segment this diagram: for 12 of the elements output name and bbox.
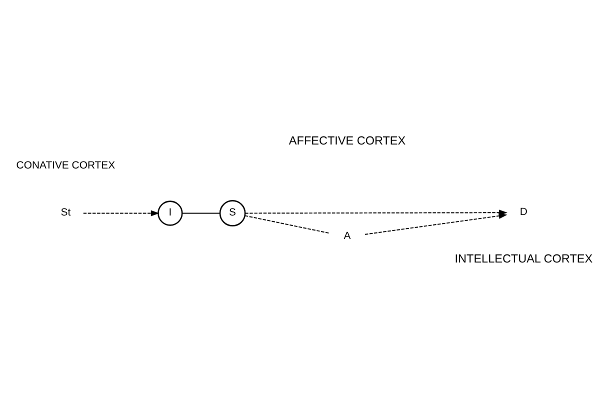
- node-text: St: [60, 207, 71, 218]
- arrow: [82, 210, 160, 216]
- label: CONATIVE CORTEX: [16, 160, 116, 172]
- arrow: [244, 209, 508, 216]
- node-text: AFFECTIVE CORTEX: [288, 134, 406, 147]
- connector: [244, 214, 330, 234]
- node-text: INTELLECTUAL CORTEX: [454, 252, 593, 265]
- node-circle: S: [219, 200, 246, 226]
- connector: [182, 212, 221, 214]
- node-text: A: [344, 230, 351, 242]
- node-circle: I: [158, 200, 183, 226]
- node-text: D: [520, 206, 528, 218]
